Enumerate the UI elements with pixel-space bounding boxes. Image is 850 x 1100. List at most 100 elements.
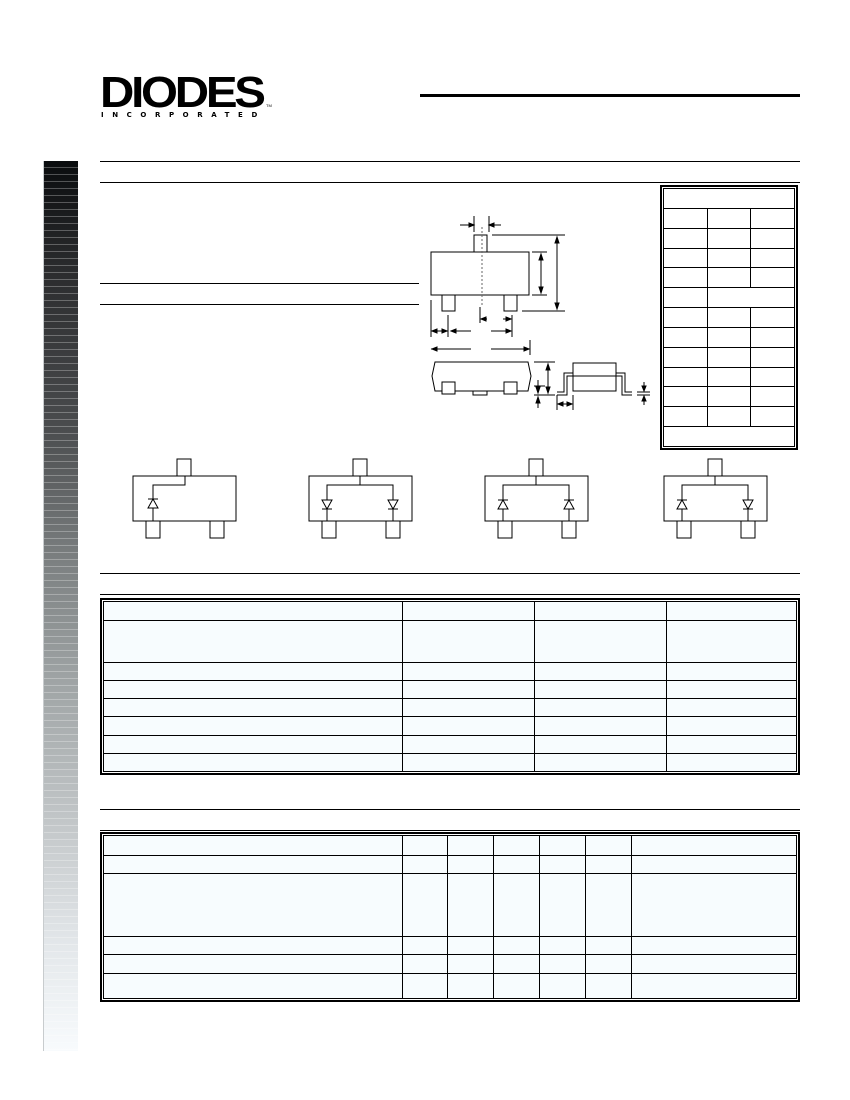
table-row (103, 752, 797, 773)
ratings-cell (534, 752, 667, 773)
dim-header-cell (706, 208, 752, 229)
ratings-cell (666, 716, 797, 736)
ratings-cell (103, 620, 403, 663)
ratings-header-cell (666, 601, 797, 621)
dim-cell (706, 326, 752, 348)
table-row (103, 661, 797, 682)
ratings-cell (402, 661, 535, 682)
electrical-cell (447, 936, 494, 955)
electrical-cell (103, 973, 403, 999)
dim-cell (663, 227, 708, 249)
dim-cell (750, 247, 795, 269)
ratings-cell (402, 734, 535, 754)
electrical-cell (103, 954, 403, 974)
dim-cell (750, 326, 795, 348)
electrical-cell (493, 954, 540, 974)
section-rule-electrical-top (100, 809, 800, 810)
electrical-cell (103, 936, 403, 955)
electrical-cell (103, 873, 403, 937)
dim-cell (663, 307, 708, 328)
table-row (103, 680, 797, 700)
electrical-cell (539, 954, 586, 974)
dimension-table (660, 185, 798, 450)
electrical-cell (539, 936, 586, 955)
electrical-cell (539, 873, 586, 937)
dim-header-cell (663, 208, 708, 229)
electrical-cell (493, 973, 540, 999)
ratings-header-cell (534, 601, 667, 621)
dimension-table-footer (663, 426, 795, 447)
ratings-cell (103, 680, 403, 700)
table-row (103, 734, 797, 754)
electrical-cell (631, 936, 797, 955)
electrical-header-cell (493, 835, 540, 856)
section-rule-top (100, 161, 800, 162)
electrical-header-cell (103, 835, 403, 856)
electrical-characteristics-table (100, 832, 800, 1002)
dim-cell (663, 247, 708, 269)
schematic-series (663, 458, 768, 539)
electrical-cell (402, 855, 448, 874)
dim-header-cell (750, 208, 795, 229)
dim-cell (663, 406, 708, 427)
dim-cell (706, 247, 752, 269)
electrical-cell (447, 873, 494, 937)
schematic-single-diode (132, 458, 237, 539)
dim-cell (706, 227, 752, 249)
dim-cell (706, 406, 752, 427)
electrical-cell (585, 873, 632, 937)
header-title-rule (420, 94, 800, 97)
dim-cell (750, 366, 795, 388)
electrical-cell (631, 973, 797, 999)
ratings-cell (666, 698, 797, 718)
logo-subtitle: INCORPORATED (101, 111, 266, 119)
section-rule-mech-top (100, 283, 419, 284)
electrical-cell (402, 973, 448, 999)
schematic-common-cathode (308, 458, 413, 539)
ratings-cell (666, 661, 797, 682)
ratings-cell (402, 620, 535, 663)
dim-cell (706, 267, 752, 289)
ratings-cell (534, 716, 667, 736)
table-row (103, 716, 797, 736)
section-rule-ratings-top (100, 573, 800, 574)
electrical-cell (447, 855, 494, 874)
table-row (103, 954, 797, 974)
electrical-header-cell (447, 835, 494, 856)
section-rule-mech (100, 304, 419, 305)
ratings-cell (103, 716, 403, 736)
ratings-cell (534, 698, 667, 718)
dim-cell (750, 307, 795, 328)
ratings-cell (534, 734, 667, 754)
schematic-common-anode (484, 458, 589, 539)
dim-cell (750, 406, 795, 427)
section-rule-features (100, 182, 800, 183)
dim-cell (706, 366, 752, 388)
table-row (103, 936, 797, 955)
dim-cell (750, 227, 795, 249)
ratings-cell (666, 752, 797, 773)
dim-cell (750, 386, 795, 408)
dim-cell-merged (706, 287, 796, 309)
dim-cell (663, 287, 708, 309)
sidebar-gradient-strip (43, 161, 78, 1051)
dim-cell (706, 346, 752, 368)
electrical-cell (539, 855, 586, 874)
dim-cell (663, 267, 708, 289)
table-row (103, 973, 797, 999)
ratings-cell (402, 698, 535, 718)
electrical-cell (103, 855, 403, 874)
electrical-cell (447, 973, 494, 999)
dim-cell (663, 366, 708, 388)
electrical-cell (493, 873, 540, 937)
electrical-cell (539, 973, 586, 999)
dim-cell (706, 307, 752, 328)
dim-cell (663, 346, 708, 368)
electrical-cell (631, 855, 797, 874)
ratings-cell (534, 661, 667, 682)
electrical-cell (402, 954, 448, 974)
electrical-cell (631, 873, 797, 937)
table-row (103, 855, 797, 874)
electrical-cell (585, 855, 632, 874)
ratings-cell (402, 680, 535, 700)
